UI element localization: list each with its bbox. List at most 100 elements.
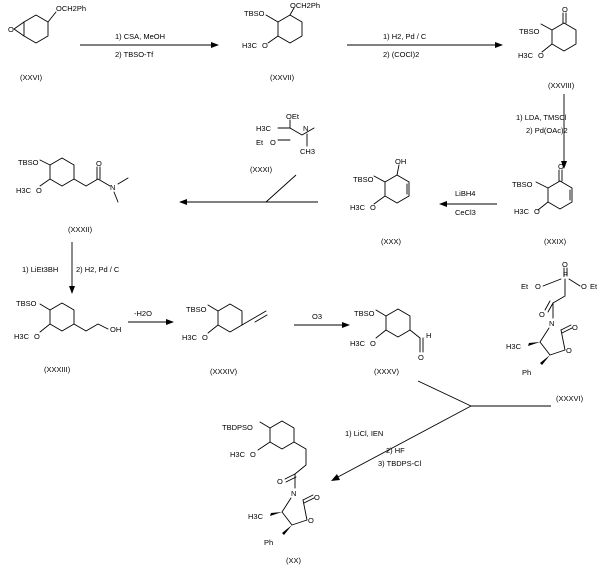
amide-oxygen-xxxii: O bbox=[96, 159, 102, 168]
acyl-oxygen-xx: O bbox=[277, 477, 283, 486]
ester-oxygen-1-xxxvi: O bbox=[535, 282, 541, 291]
tbso-label-xxxii: TBSO bbox=[18, 158, 39, 167]
methyl-label-1-xx: H3C bbox=[230, 450, 246, 459]
benzyloxy-label-xxvii: OCH2Ph bbox=[290, 1, 320, 10]
compound-id-xxvii: (XXVII) bbox=[270, 73, 295, 82]
methoxy-oxygen-xxxii: O bbox=[36, 186, 42, 195]
methyl-label-xxx: H3C bbox=[350, 203, 366, 212]
methoxy-oxygen-xxxv: O bbox=[370, 339, 376, 348]
tbso-label-xxxiv: TBSO bbox=[186, 305, 207, 314]
methyl-label-xxviii: H3C bbox=[518, 51, 534, 60]
methyl-label-xxvii: H3C bbox=[242, 41, 258, 50]
methyl-label-xxxi: H3C bbox=[256, 124, 272, 133]
hydroxyl-label-xxxiii: OH bbox=[110, 325, 121, 334]
compound-xx: TBDPSO H3C O O N O O H3C Ph (XX) bbox=[222, 420, 320, 565]
methyl-label-2-xx: H3C bbox=[248, 512, 264, 521]
tbdpso-label-xx: TBDPSO bbox=[222, 423, 253, 432]
methyl-label-xxxvi: H3C bbox=[506, 342, 522, 351]
arrow-step4: LiBH4 CeCl3 bbox=[439, 189, 497, 217]
methoxy-oxygen-xxxiv: O bbox=[202, 333, 208, 342]
tbso-label-xxxiii: TBSO bbox=[16, 299, 37, 308]
compound-xxxv: TBSO H3C O H O (XXXV) bbox=[350, 308, 431, 376]
methoxy-oxygen-xxviii: O bbox=[538, 51, 544, 60]
step3-condition-2: 2) Pd(OAc)2 bbox=[526, 126, 568, 135]
arrow-step9: 1) LiCl, IEN 2) HF 3) TBDPS-Cl bbox=[331, 380, 551, 481]
n-methyl-label-xxxi: CH3 bbox=[300, 147, 315, 156]
methyl-label-xxxiv: H3C bbox=[182, 333, 198, 342]
ring-oxygen-xxxvi: O bbox=[566, 346, 572, 355]
step4-condition-2: CeCl3 bbox=[455, 208, 476, 217]
amide-nitrogen-xxxii: N bbox=[110, 183, 115, 192]
compound-id-xxxvi: (XXXVI) bbox=[556, 394, 584, 403]
step2-condition-2: 2) (COCl)2 bbox=[383, 50, 419, 59]
step1-condition-2: 2) TBSO-Tf bbox=[115, 50, 154, 59]
phenyl-label-xxxvi: Ph bbox=[522, 368, 531, 377]
arrow-step6: 1) LiEt3BH 2) H2, Pd / C bbox=[22, 242, 120, 294]
compound-id-xxxv: (XXXV) bbox=[374, 367, 400, 376]
methoxy-oxygen-xxix: O bbox=[534, 207, 540, 216]
benzyloxy-label-xxvi: OCH2Ph bbox=[56, 4, 86, 13]
compound-xxxiii: TBSO H3C O OH (XXXIII) bbox=[14, 299, 121, 374]
arrow-step7: -H2O bbox=[128, 309, 174, 325]
tbso-label-xxvii: TBSO bbox=[244, 9, 265, 18]
compound-xxxiv: TBSO H3C O (XXXIV) bbox=[182, 303, 268, 376]
ester-oxygen-2-xxxvi: O bbox=[581, 282, 587, 291]
methoxy-oxygen-xx: O bbox=[250, 450, 256, 459]
compound-id-xxviii: (XXVIII) bbox=[548, 81, 575, 90]
compound-xxxvi: Et O P O Et O O N O O H3C Ph (XXXVI) bbox=[506, 260, 598, 403]
compound-id-xx: (XX) bbox=[286, 556, 302, 565]
ring-oxygen-xx: O bbox=[308, 516, 314, 525]
step6-condition-2: 2) H2, Pd / C bbox=[76, 265, 120, 274]
tbso-label-xxviii: TBSO bbox=[519, 27, 540, 36]
step1-condition-1: 1) CSA, MeOH bbox=[115, 32, 165, 41]
step7-condition: -H2O bbox=[134, 309, 152, 318]
methyl-label-xxix: H3C bbox=[514, 207, 530, 216]
step9-condition-3: 3) TBDPS-Cl bbox=[378, 459, 422, 468]
phosphorus-xxxvi: P bbox=[563, 270, 568, 279]
step8-condition: O3 bbox=[312, 312, 322, 321]
methoxy-oxygen-xxvii: O bbox=[262, 41, 268, 50]
methyl-label-xxxii: H3C bbox=[16, 186, 32, 195]
compound-xxviii: O TBSO H3C O (XXVIII) bbox=[518, 5, 577, 90]
ketone-oxygen-xxviii: O bbox=[562, 5, 568, 14]
epoxide-oxygen: O bbox=[8, 25, 14, 34]
step6-condition-1: 1) LiEt3BH bbox=[22, 265, 58, 274]
tbso-label-xxix: TBSO bbox=[512, 180, 533, 189]
compound-xxix: O TBSO H3C O (XXIX) bbox=[512, 162, 573, 246]
compound-id-xxx: (XXX) bbox=[381, 237, 402, 246]
arrow-step1: 1) CSA, MeOH 2) TBSO-Tf bbox=[80, 32, 219, 59]
hydroxyl-label-xxx: OH bbox=[395, 157, 406, 166]
compound-id-xxxii: (XXXII) bbox=[68, 225, 93, 234]
step9-condition-2: 2) HF bbox=[386, 446, 405, 455]
phenyl-label-xx: Ph bbox=[264, 538, 273, 547]
methyl-label-xxxiii: H3C bbox=[14, 332, 30, 341]
compound-id-xxxiii: (XXXIII) bbox=[44, 365, 71, 374]
step4-condition-1: LiBH4 bbox=[455, 189, 475, 198]
ethyl-label-1-xxxvi: Et bbox=[521, 282, 529, 291]
ether-oxygen-xxxi: O bbox=[270, 138, 276, 147]
step2-condition-1: 1) H2, Pd / C bbox=[383, 32, 427, 41]
ethyl-label-xxxi: Et bbox=[256, 138, 264, 147]
oxazolidinone-nitrogen-xxxvi: N bbox=[549, 319, 554, 328]
compound-xxx: OH TBSO H3C O (XXX) bbox=[350, 157, 410, 246]
acyl-oxygen-xxxvi: O bbox=[539, 310, 545, 319]
reagent-xxxi: OEt H3C N Et O CH3 (XXXI) bbox=[250, 112, 315, 174]
amine-nitrogen-xxxi: N bbox=[303, 124, 308, 133]
arrow-step5 bbox=[179, 174, 318, 205]
compound-id-xxxi: (XXXI) bbox=[250, 165, 273, 174]
ethoxy-oxygen-xxxi: OEt bbox=[286, 112, 300, 121]
ketone-oxygen-xxix: O bbox=[558, 162, 564, 171]
tbso-label-xxx: TBSO bbox=[353, 175, 374, 184]
aldehyde-oxygen-xxxv: O bbox=[418, 353, 424, 362]
compound-id-xxvi: (XXVI) bbox=[20, 73, 43, 82]
step9-condition-1: 1) LiCl, IEN bbox=[345, 429, 383, 438]
oxazolidinone-nitrogen-xx: N bbox=[291, 489, 296, 498]
methyl-label-xxxv: H3C bbox=[350, 339, 366, 348]
compound-xxvi: O OCH2Ph (XXVI) bbox=[8, 4, 86, 82]
arrow-step8: O3 bbox=[294, 312, 350, 328]
carbonyl-oxygen-xxxvi: O bbox=[572, 323, 578, 332]
compound-id-xxxiv: (XXXIV) bbox=[210, 367, 238, 376]
carbonyl-oxygen-xx: O bbox=[314, 493, 320, 502]
tbso-label-xxxv: TBSO bbox=[354, 309, 375, 318]
